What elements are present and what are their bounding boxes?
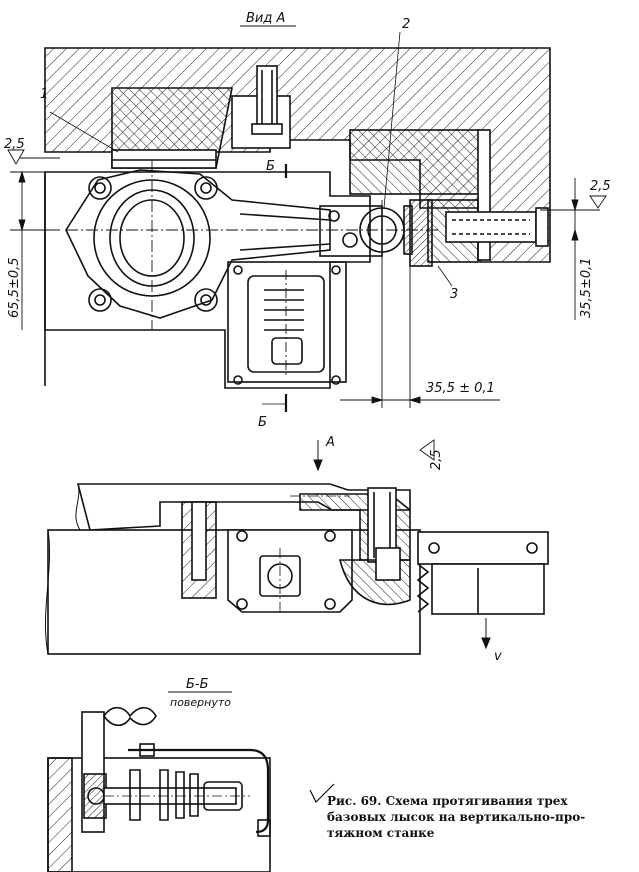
roughness-left: 2,5 [4, 137, 25, 152]
roughness-bottom: 2,5 [429, 449, 444, 470]
dimension-lines [7, 31, 607, 461]
section-mark-bottom: Б [258, 415, 267, 430]
front-view [44, 483, 549, 655]
section-mark-top: Б [266, 159, 275, 174]
dim-horizontal: 35,5 ± 0,1 [426, 381, 495, 396]
section-bb [47, 691, 271, 872]
spring-clamp [227, 261, 347, 385]
connecting-rod [65, 160, 440, 330]
dim-right-vertical: 35,5±0,1 [579, 257, 594, 318]
roughness-right: 2,5 [590, 179, 611, 194]
view-label: Вид А [246, 11, 285, 26]
small-end [319, 205, 413, 257]
callout-3: 3 [450, 287, 458, 302]
fixture-bolts [88, 176, 218, 312]
broach-tool-3 [409, 199, 549, 267]
broach-tool-1 [111, 87, 233, 169]
arrow-a [313, 440, 323, 472]
caption-line-1: Рис. 69. Схема протягивания трех [327, 794, 568, 808]
figure-caption: Рис. 69. Схема протягивания трех базовых… [327, 793, 632, 841]
caption-line-2: базовых лысок на вертикально-про- [327, 810, 586, 824]
section-title: Б-Б [186, 677, 209, 692]
callout-1: 1 [40, 87, 48, 102]
section-note: повернуто [170, 696, 231, 709]
velocity-label: v [494, 649, 502, 664]
arrow-a-label: A [325, 435, 335, 450]
clamp-bolt [231, 65, 291, 149]
fixture-plate [44, 171, 371, 389]
callout-2: 2 [402, 17, 410, 32]
velocity-arrow [481, 618, 491, 650]
check-mark [309, 783, 335, 804]
dim-left-vertical: 65,5±0,5 [7, 257, 22, 318]
broach-tool-2 [349, 129, 491, 263]
caption-line-3: тяжном станке [327, 826, 435, 840]
